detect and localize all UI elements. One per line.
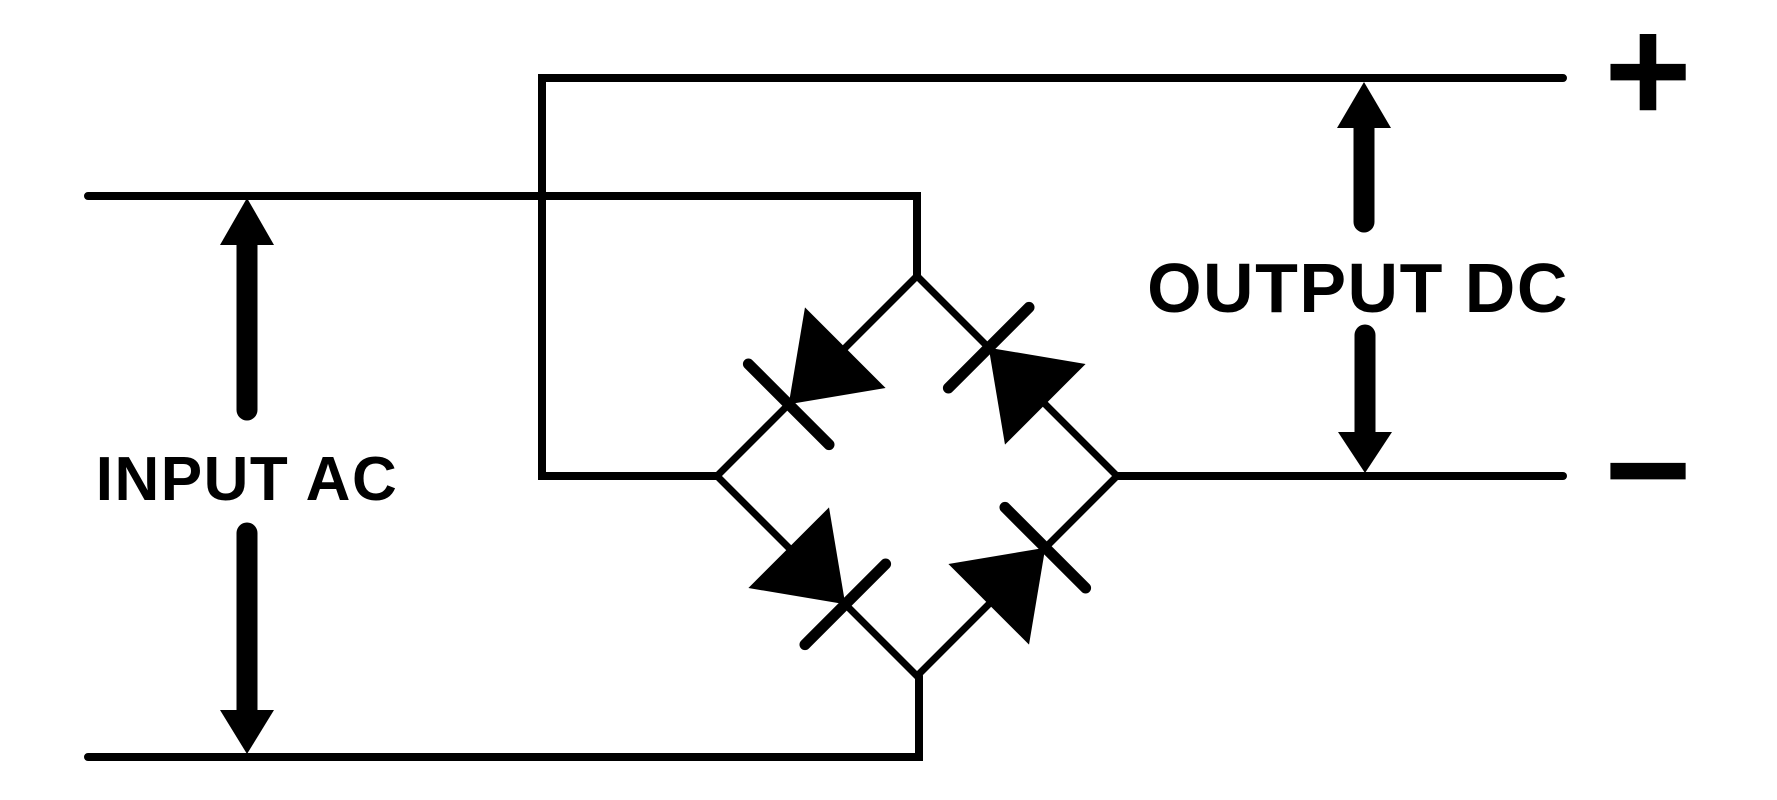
input-ac-up-arrow-icon — [220, 198, 274, 421]
diode-arrow-icon — [948, 547, 1046, 645]
diode-top-left — [742, 307, 886, 451]
diode-cathode-bar — [942, 301, 1035, 394]
diode-top-right — [942, 301, 1086, 445]
bridge-diamond — [712, 271, 1122, 681]
input-ac-down-arrow-icon — [220, 522, 274, 754]
negative-terminal-symbol: − — [1604, 385, 1692, 553]
input-ac-label: INPUT AC — [96, 445, 398, 514]
diode-cathode-bar — [999, 501, 1092, 594]
diode-arrow-icon — [788, 307, 886, 405]
diode-bottom-right — [948, 501, 1092, 645]
diode-arrow-icon — [988, 347, 1086, 445]
ac-input-bottom-wire — [84, 672, 923, 761]
diode-cathode-bar — [799, 558, 892, 651]
output-dc-down-arrow-icon — [1338, 324, 1392, 473]
diode-cathode-bar — [742, 358, 835, 451]
ac-input-top-wire — [84, 192, 921, 280]
output-dc-label: OUTPUT DC — [1147, 249, 1569, 327]
positive-dc-rail-wire — [538, 74, 1567, 480]
diode-arrow-icon — [748, 507, 846, 605]
output-dc-up-arrow-icon — [1337, 82, 1391, 233]
diode-bottom-left — [748, 507, 892, 651]
positive-terminal-symbol: + — [1604, 0, 1692, 154]
